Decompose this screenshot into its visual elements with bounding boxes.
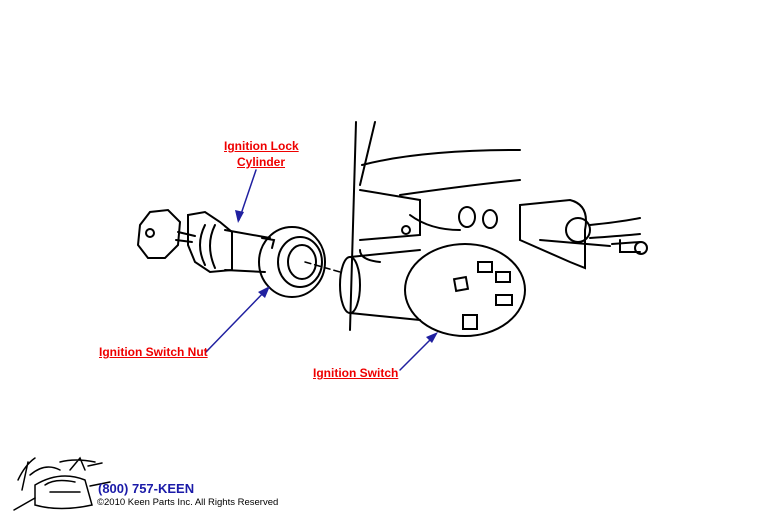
label-ignition-switch[interactable]: Ignition Switch bbox=[313, 366, 399, 380]
label-ignition-lock-cylinder-line2[interactable]: Cylinder bbox=[237, 155, 286, 169]
copyright-text: ©2010 Keen Parts Inc. All Rights Reserve… bbox=[97, 497, 279, 508]
steering-column-drawing bbox=[349, 121, 648, 331]
phone-number: (800) 757-KEEN bbox=[98, 481, 195, 496]
label-ignition-switch-nut[interactable]: Ignition Switch Nut bbox=[99, 345, 208, 359]
keen-parts-logo bbox=[13, 456, 111, 511]
label-ignition-lock-cylinder-line1[interactable]: Ignition Lock bbox=[224, 139, 299, 153]
ignition-switch-drawing bbox=[339, 243, 526, 337]
switch-nut-arrow bbox=[205, 287, 269, 353]
lock-cylinder-drawing bbox=[136, 208, 341, 298]
